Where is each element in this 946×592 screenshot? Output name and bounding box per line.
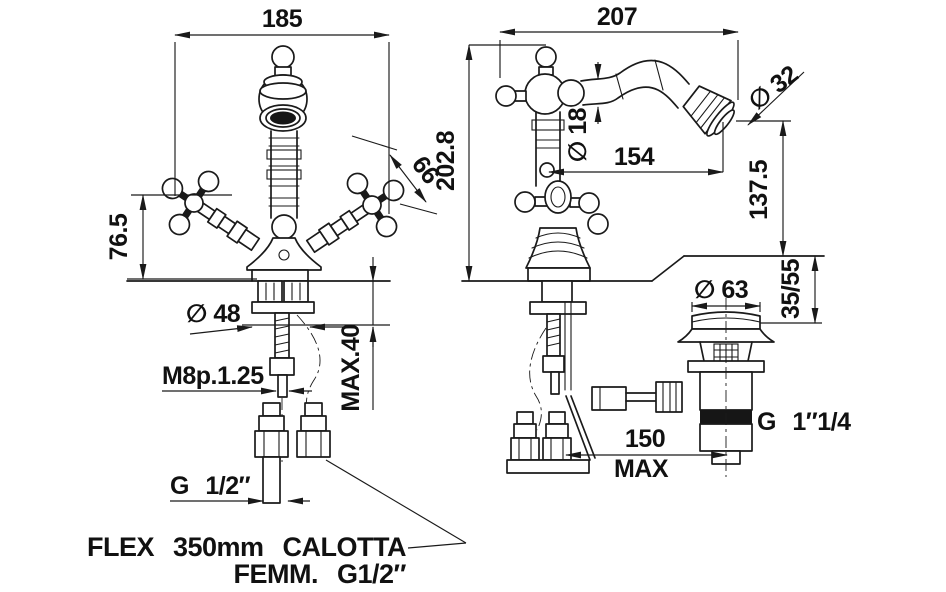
dim-outlet-offset: 154 <box>548 122 724 176</box>
note-line2: FEMM. G1/2″ <box>234 559 407 589</box>
body-screw <box>278 249 290 261</box>
dim-label-overall-width: 185 <box>262 5 303 33</box>
dim-max-deck-thickness: MAX.40 <box>242 257 390 412</box>
dim-label-waste-thread: G 1″1/4 <box>757 408 851 436</box>
dim-drain-depth-range: 35/55 <box>760 255 822 324</box>
dome-rib <box>531 241 585 249</box>
dim-label-waste-cap-diameter: ∅ 63 <box>694 276 748 304</box>
spout-column <box>266 130 302 219</box>
column-ball-joint <box>271 214 297 240</box>
dim-waste-cap-diameter: ∅ 63 <box>691 276 761 312</box>
front-view <box>126 45 405 504</box>
spout-outlet-opening <box>270 111 296 125</box>
spout-joint-line <box>615 73 624 100</box>
dim-fixing-stud-thread: M8p.1.25 <box>162 362 312 395</box>
dim-rod-reach: 150 MAX <box>565 425 728 483</box>
dim-label-base-diameter: ∅ 48 <box>186 300 241 328</box>
dim-overall-height: 202.8 <box>432 44 546 282</box>
dim-spout-tube-diameter: ∅ 18 <box>564 62 602 162</box>
note-flex: FLEX 350mm CALOTTA FEMM. G1/2″ <box>87 459 467 589</box>
dim-spray-face-diameter: ∅ 32 <box>743 60 805 126</box>
handle-ball-side <box>495 85 517 107</box>
deck-break <box>651 255 685 282</box>
waste-waist <box>699 341 705 362</box>
rod-adjuster <box>591 386 627 411</box>
dim-outlet-height: 137.5 <box>736 120 791 257</box>
dimensions: 185 66 76.5 ∅ 48 M8p.1.25 <box>87 3 852 589</box>
dome-rib <box>535 232 581 239</box>
drain-assembly <box>677 298 775 477</box>
waste-waist <box>747 341 753 362</box>
finial-ball <box>271 45 295 69</box>
dim-label-rod-reach: 150 <box>625 425 665 453</box>
dim-label-spout-reach: 207 <box>597 3 637 31</box>
dim-supply-thread: G 1/2″ <box>170 472 310 505</box>
note-line1: FLEX 350mm CALOTTA <box>87 532 406 562</box>
popup-lever <box>565 395 591 461</box>
waste-skirt <box>677 328 775 343</box>
dim-label-fixing-stud-thread: M8p.1.25 <box>162 362 264 390</box>
body-dome <box>525 227 591 269</box>
spout-ring <box>259 82 307 100</box>
front-underdeck <box>251 280 331 504</box>
spout-joint-ball <box>557 79 585 107</box>
dim-overall-width: 185 <box>174 5 390 214</box>
dim-label-handle-height: 76.5 <box>105 213 133 260</box>
spout-bottom-line <box>582 86 679 109</box>
base-flange <box>251 269 309 282</box>
base-plate-side <box>527 267 591 282</box>
waste-cap <box>691 311 761 330</box>
dim-label-rod-reach-qualifier: MAX <box>614 455 669 483</box>
popup-lever-edge <box>570 395 596 459</box>
dim-handle-height: 76.5 <box>105 194 257 280</box>
spout-joint-line <box>654 59 664 91</box>
spout-top-line <box>580 59 690 85</box>
dim-base-diameter: ∅ 48 <box>186 300 352 335</box>
dim-label-spout-tube-diameter: ∅ 18 <box>564 107 592 162</box>
waste-cap-line <box>691 317 761 323</box>
dim-label-drain-depth-range: 35/55 <box>777 258 805 319</box>
dim-label-supply-thread: G 1/2″ <box>170 472 251 500</box>
linkage-nut <box>655 381 683 413</box>
side-view <box>461 46 825 474</box>
side-underdeck <box>506 280 683 474</box>
dim-label-spray-face-diameter: ∅ 32 <box>743 60 803 115</box>
flex-hose-route-side <box>529 327 547 431</box>
spray-head <box>682 85 735 137</box>
front-handle-side <box>514 162 609 235</box>
finial-ball-side <box>535 46 557 68</box>
dim-label-outlet-height: 137.5 <box>745 159 773 220</box>
dim-spout-reach: 207 <box>499 3 739 100</box>
dim-label-max-deck-thickness: MAX.40 <box>337 324 365 411</box>
left-cross-handle <box>161 170 261 252</box>
dim-label-outlet-offset: 154 <box>614 143 655 171</box>
popup-knob <box>587 213 609 235</box>
dim-label-overall-height: 202.8 <box>432 130 460 191</box>
mixer-body <box>246 237 322 271</box>
dome-rib <box>528 250 588 259</box>
